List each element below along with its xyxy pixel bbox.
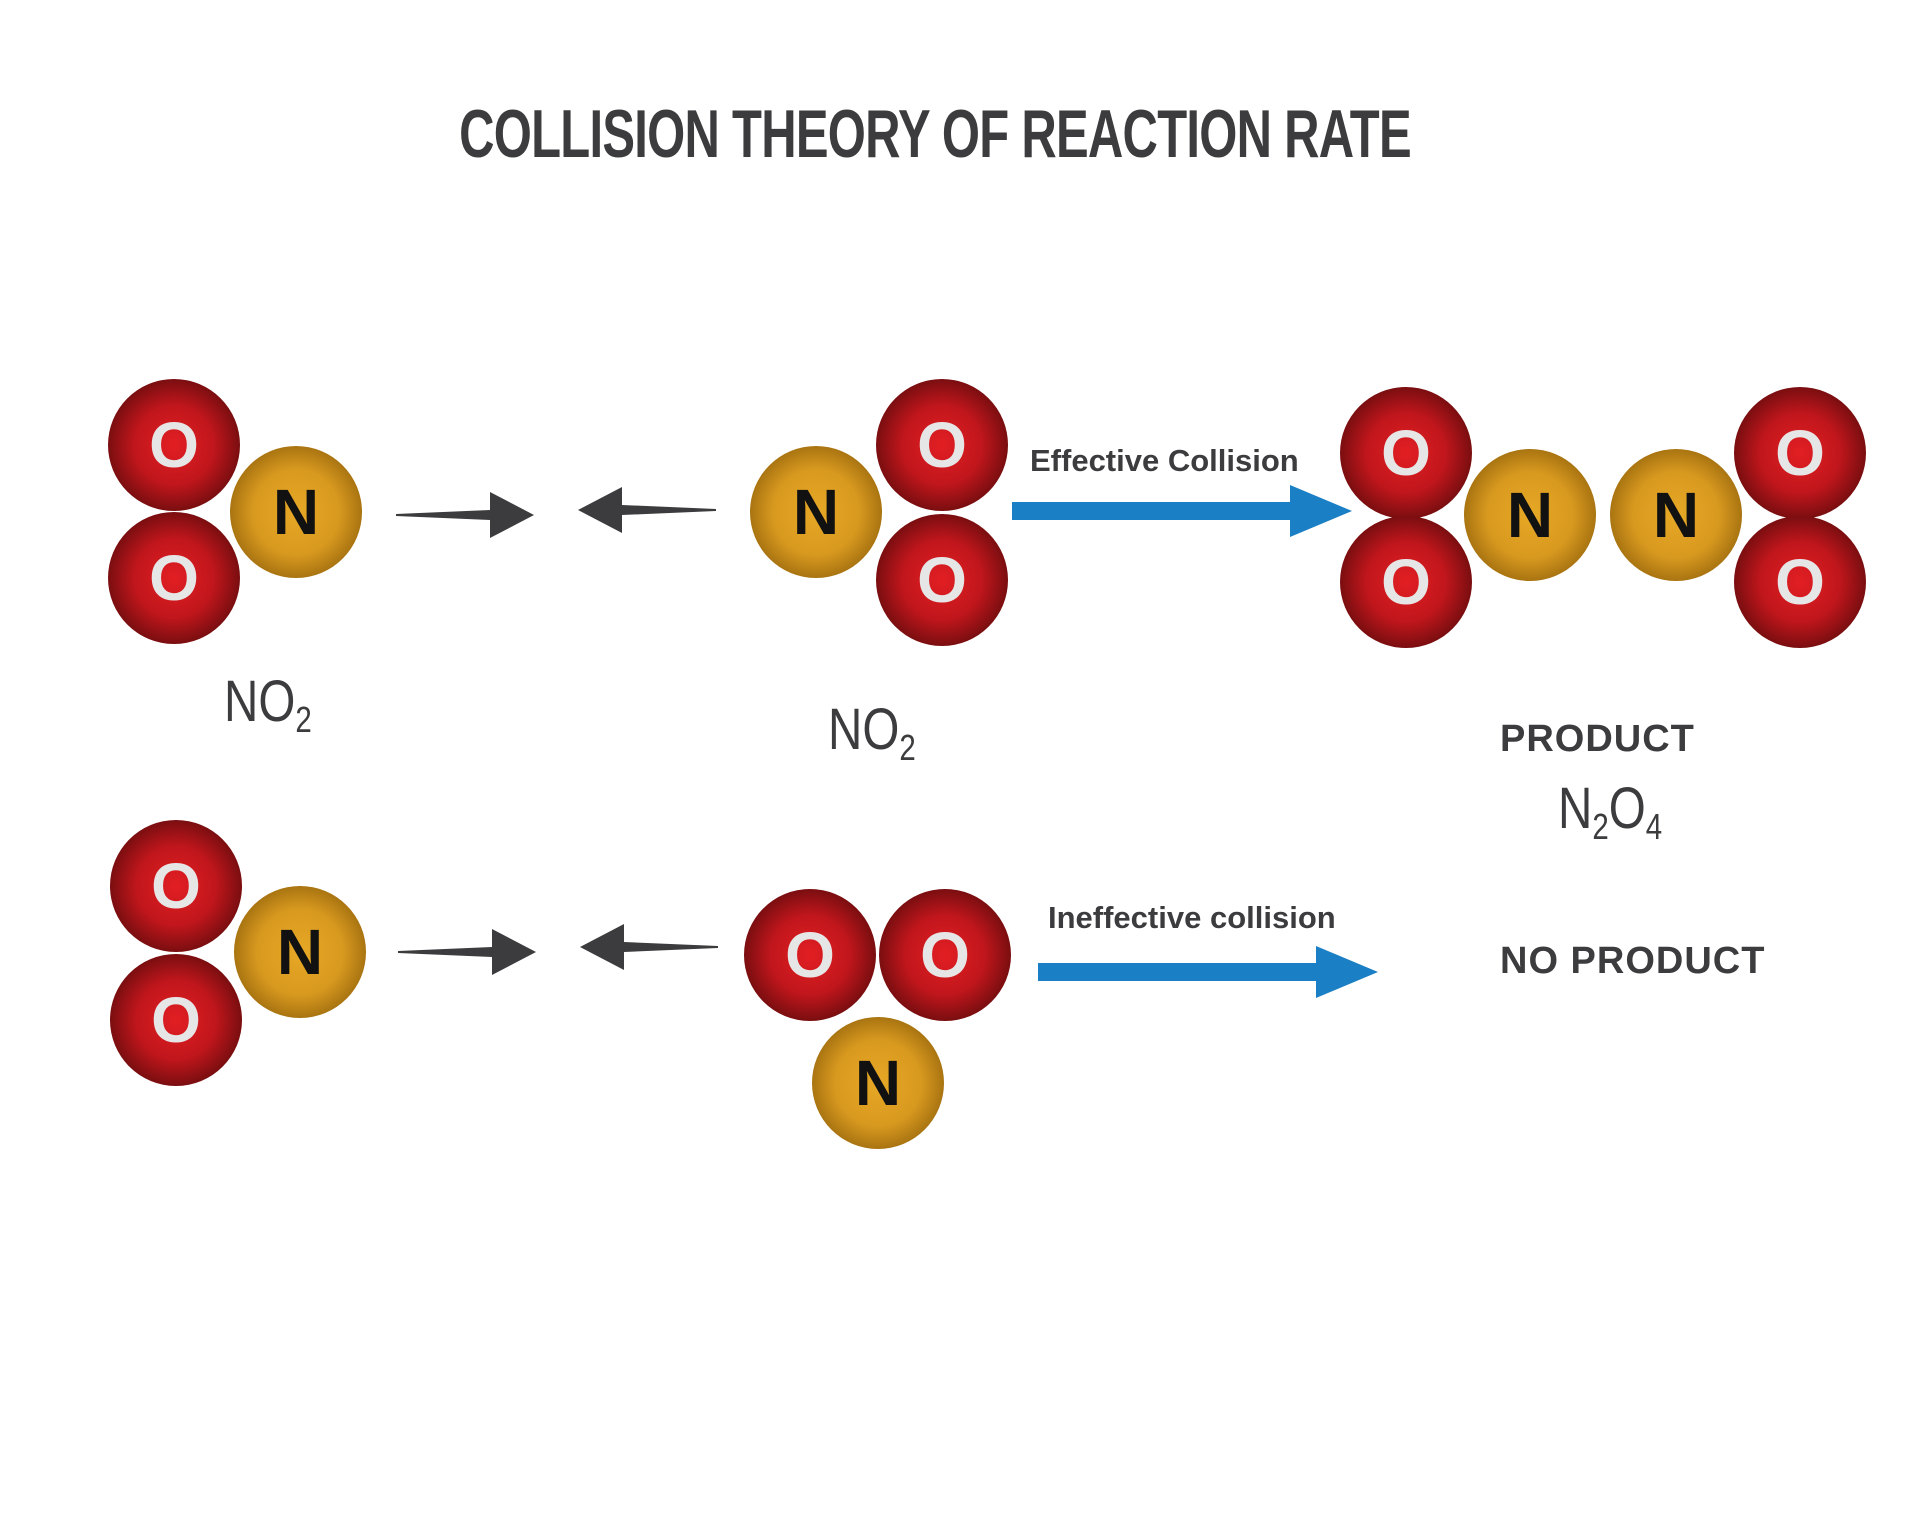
effective-collision-label: Effective Collision — [1030, 443, 1299, 478]
nitrogen-symbol: N — [855, 1047, 901, 1119]
row2-mol2-oxygen-left: O — [744, 889, 876, 1021]
oxygen-symbol: O — [151, 850, 201, 922]
oxygen-symbol: O — [917, 544, 967, 616]
approach-arrow-left-row1 — [578, 487, 716, 533]
oxygen-sphere — [108, 512, 240, 644]
oxygen-sphere — [110, 954, 242, 1086]
reactant-formula-1: NO2 — [224, 669, 312, 740]
oxygen-sphere — [110, 820, 242, 952]
oxygen-sphere — [1734, 516, 1866, 648]
nitrogen-sphere — [230, 446, 362, 578]
oxygen-symbol: O — [1381, 417, 1431, 489]
product-nitrogen-right: N — [1610, 449, 1742, 581]
product-oxygen-top-left: O — [1340, 387, 1472, 519]
arrows-layer — [396, 485, 1378, 998]
nitrogen-symbol: N — [273, 476, 319, 548]
row1-mol1-nitrogen: N — [230, 446, 362, 578]
oxygen-sphere — [1734, 387, 1866, 519]
oxygen-sphere — [744, 889, 876, 1021]
oxygen-sphere — [879, 889, 1011, 1021]
nitrogen-symbol: N — [1653, 479, 1699, 551]
row1-mol2-oxygen-top: O — [876, 379, 1008, 511]
oxygen-sphere — [1340, 387, 1472, 519]
oxygen-symbol: O — [920, 919, 970, 991]
row2-mol2-oxygen-right: O — [879, 889, 1011, 1021]
no-product-label: NO PRODUCT — [1500, 940, 1766, 982]
product-formula: N2O4 — [1558, 776, 1663, 847]
effective-collision-arrow — [1012, 485, 1352, 537]
row2-mol1-oxygen-top: O — [110, 820, 242, 952]
nitrogen-sphere — [1610, 449, 1742, 581]
row1-mol1-oxygen-bottom: O — [108, 512, 240, 644]
oxygen-symbol: O — [785, 919, 835, 991]
product-oxygen-top-right: O — [1734, 387, 1866, 519]
nitrogen-symbol: N — [793, 476, 839, 548]
approach-arrow-right-row1 — [396, 492, 534, 538]
diagram-title: COLLISION THEORY OF REACTION RATE — [459, 96, 1412, 172]
oxygen-symbol: O — [149, 542, 199, 614]
product-nitrogen-left: N — [1464, 449, 1596, 581]
oxygen-sphere — [1340, 516, 1472, 648]
approach-arrow-left-row2 — [580, 924, 718, 970]
oxygen-symbol: O — [1775, 417, 1825, 489]
nitrogen-sphere — [812, 1017, 944, 1149]
product-oxygen-bottom-right: O — [1734, 516, 1866, 648]
nitrogen-symbol: N — [1507, 479, 1553, 551]
product-oxygen-bottom-left: O — [1340, 516, 1472, 648]
oxygen-symbol: O — [149, 409, 199, 481]
oxygen-sphere — [876, 379, 1008, 511]
oxygen-sphere — [108, 379, 240, 511]
ineffective-collision-arrow — [1038, 946, 1378, 998]
oxygen-symbol: O — [151, 984, 201, 1056]
approach-arrow-right-row2 — [398, 929, 536, 975]
oxygen-sphere — [876, 514, 1008, 646]
row1-mol2-nitrogen: N — [750, 446, 882, 578]
ineffective-collision-label: Ineffective collision — [1048, 900, 1336, 935]
oxygen-symbol: O — [1381, 546, 1431, 618]
row2-mol2-nitrogen: N — [812, 1017, 944, 1149]
row1-mol2-oxygen-bottom: O — [876, 514, 1008, 646]
row2-mol1-oxygen-bottom: O — [110, 954, 242, 1086]
oxygen-symbol: O — [1775, 546, 1825, 618]
row2-mol1-nitrogen: N — [234, 886, 366, 1018]
nitrogen-sphere — [750, 446, 882, 578]
nitrogen-symbol: N — [277, 916, 323, 988]
nitrogen-sphere — [234, 886, 366, 1018]
oxygen-symbol: O — [917, 409, 967, 481]
reactant-formula-2: NO2 — [828, 697, 916, 768]
row1-mol1-oxygen-top: O — [108, 379, 240, 511]
nitrogen-sphere — [1464, 449, 1596, 581]
product-label: PRODUCT — [1500, 718, 1695, 760]
